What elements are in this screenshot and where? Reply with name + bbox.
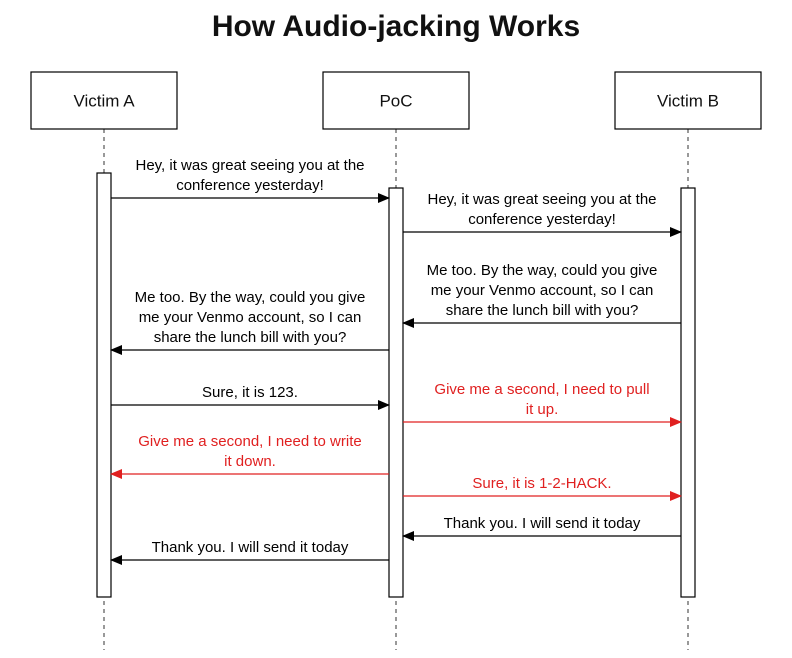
message-text-line: Sure, it is 1-2-HACK. — [472, 475, 611, 492]
diagram-title: How Audio-jacking Works — [211, 10, 581, 43]
message-text-line: Me too. By the way, could you give — [135, 289, 366, 306]
message-7: Give me a second, I need to write it down… — [110, 433, 389, 479]
actor-label: Victim B — [657, 92, 719, 111]
message-9: Thank you. I will send it today — [402, 515, 681, 541]
message-text-line: share the lunch bill with you? — [154, 329, 347, 346]
actor-victim-a: Victim A — [30, 71, 178, 130]
message-4: Me too. By the way, could you give me you… — [110, 289, 389, 355]
actor-box — [30, 71, 178, 130]
actor-box — [614, 71, 762, 130]
message-10: Thank you. I will send it today — [110, 539, 389, 565]
message-1: Hey, it was great seeing you at the confe… — [111, 157, 390, 203]
message-text-line: it up. — [526, 401, 559, 418]
activation-bar-poc — [388, 187, 404, 598]
activation-bar-victim-b — [680, 187, 696, 598]
actor-label: PoC — [379, 92, 412, 111]
message-5: Sure, it is 123. — [111, 384, 390, 410]
message-text-line: Thank you. I will send it today — [444, 515, 641, 532]
message-6: Give me a second, I need to pull it up. — [403, 381, 682, 427]
message-text-line: me your Venmo account, so I can — [139, 309, 362, 326]
actor-label: Victim A — [73, 92, 135, 111]
message-text-line: it down. — [224, 453, 276, 470]
message-text-line: Give me a second, I need to write — [138, 433, 361, 450]
actor-victim-b: Victim B — [614, 71, 762, 130]
actor-poc: PoC — [322, 71, 470, 130]
message-text-line: conference yesterday! — [176, 177, 324, 194]
message-text-line: me your Venmo account, so I can — [431, 282, 654, 299]
message-text-line: conference yesterday! — [468, 211, 616, 228]
message-text-line: share the lunch bill with you? — [446, 302, 639, 319]
activation-bar-victim-a — [96, 172, 112, 598]
message-3: Me too. By the way, could you give me you… — [402, 262, 681, 328]
message-2: Hey, it was great seeing you at the confe… — [403, 191, 682, 237]
message-text-line: Thank you. I will send it today — [152, 539, 349, 556]
message-text-line: Me too. By the way, could you give — [427, 262, 658, 279]
actor-box — [322, 71, 470, 130]
message-8: Sure, it is 1-2-HACK. — [403, 475, 682, 501]
message-text-line: Sure, it is 123. — [202, 384, 298, 401]
message-text-line: Give me a second, I need to pull — [434, 381, 649, 398]
message-text-line: Hey, it was great seeing you at the — [427, 191, 656, 208]
message-text-line: Hey, it was great seeing you at the — [135, 157, 364, 174]
